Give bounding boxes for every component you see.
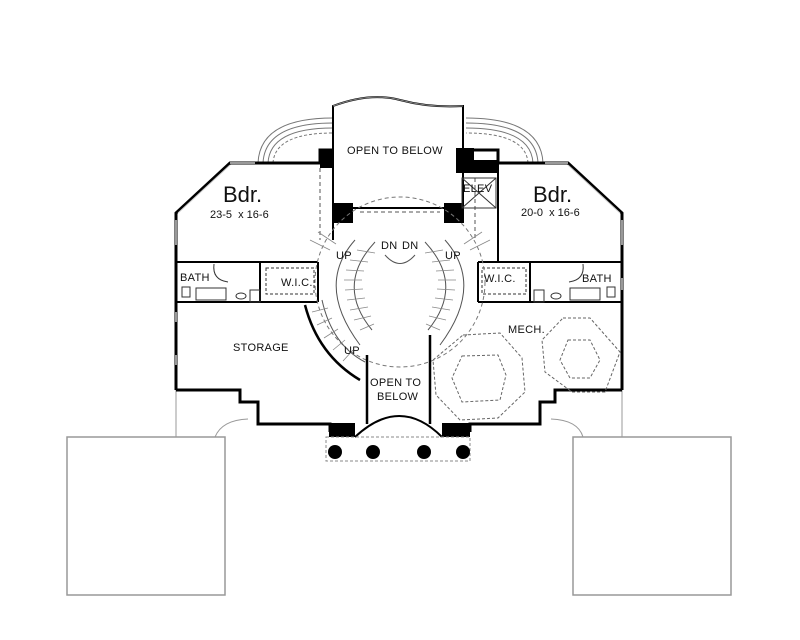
stair-up-left-lower: UP (344, 345, 360, 357)
bath-left-label: BATH (180, 272, 210, 284)
stair-dn-right: DN (402, 240, 419, 252)
elevator-box (461, 177, 497, 209)
wic-right-label: W.I.C. (484, 273, 516, 285)
right-garage-outline (572, 436, 732, 596)
bedroom-right-dimensions: 20-0 x 16-6 (521, 207, 580, 219)
structural-walls (320, 148, 498, 437)
left-balcony (257, 117, 334, 164)
open-to-below-bottom-line1: OPEN TO (370, 377, 422, 389)
mech-label: MECH. (508, 324, 545, 336)
open-to-below-top-label: OPEN TO BELOW (347, 145, 443, 157)
mech-equipment (432, 317, 621, 421)
portico (325, 415, 471, 462)
right-balcony (465, 117, 544, 164)
stair-up-left-upper: UP (336, 250, 352, 262)
left-garage-outline (66, 436, 226, 596)
stair-hall (303, 196, 486, 382)
storage-label: STORAGE (233, 342, 289, 354)
stair-up-right-upper: UP (445, 250, 461, 262)
stair-treads (309, 231, 491, 362)
stair-dn-left: DN (381, 240, 398, 252)
bedroom-right-label: Bdr. (533, 182, 573, 207)
bath-right-label: BATH (582, 273, 612, 285)
open-to-below-bottom-line2: BELOW (377, 391, 419, 403)
wic-left-label: W.I.C. (281, 277, 313, 289)
bedroom-left-label: Bdr. (223, 182, 263, 207)
bedroom-left-dimensions: 23-5 x 16-6 (210, 209, 269, 221)
elevator-label: ELEV (463, 183, 493, 195)
